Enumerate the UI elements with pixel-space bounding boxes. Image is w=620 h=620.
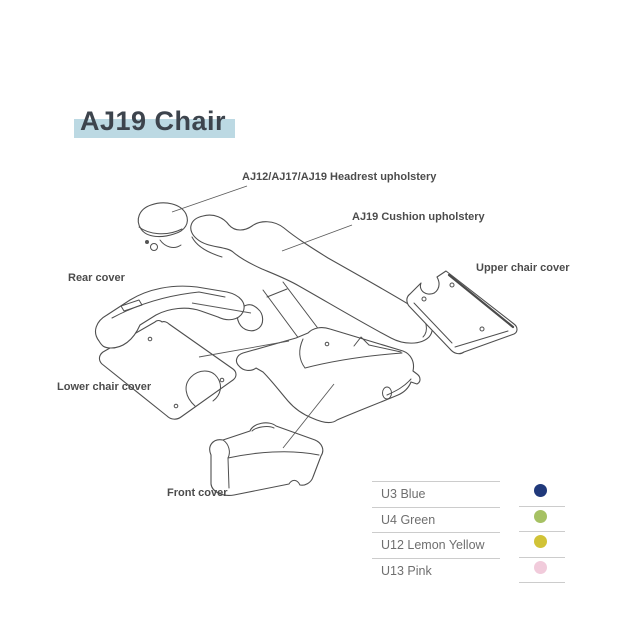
upper-chair-cover-shape	[406, 270, 518, 355]
legend-swatch-cell	[519, 532, 565, 558]
legend-swatch-cell	[519, 507, 565, 532]
cushion-shape	[190, 214, 433, 344]
leader-lines	[171, 185, 353, 449]
label-rear-cover: Rear cover	[68, 272, 125, 284]
legend-swatch-cell	[519, 481, 565, 507]
rear-cover-shape	[95, 285, 245, 349]
chair-base-shape	[235, 327, 421, 423]
legend-swatch-cell	[519, 558, 565, 583]
legend-label: U12 Lemon Yellow	[372, 532, 500, 558]
page-title: AJ19 Chair	[74, 104, 236, 140]
legend-row: U13 Pink	[372, 557, 568, 584]
color-swatch-green	[534, 509, 547, 523]
color-swatch-lemon-yellow	[534, 535, 547, 548]
color-swatch-pink	[534, 560, 547, 574]
legend-row: U3 Blue	[372, 481, 568, 507]
front-cover-shape	[209, 422, 324, 496]
legend-row: U4 Green	[372, 506, 568, 533]
label-headrest-upholstery: AJ12/AJ17/AJ19 Headrest upholstery	[242, 171, 437, 183]
lower-chair-cover-shape	[98, 319, 237, 420]
legend-row: U12 Lemon Yellow	[372, 532, 568, 558]
label-cushion-upholstery: AJ19 Cushion upholstery	[352, 211, 485, 223]
color-swatch-blue	[534, 484, 547, 497]
label-lower-chair-cover: Lower chair cover	[57, 381, 152, 393]
legend-label: U4 Green	[372, 506, 500, 533]
headrest-shape	[137, 202, 188, 251]
label-upper-chair-cover: Upper chair cover	[476, 262, 570, 274]
legend-label: U3 Blue	[372, 481, 500, 507]
label-front-cover: Front cover	[167, 487, 228, 499]
legend-label: U13 Pink	[372, 557, 500, 584]
color-legend: U3 Blue U4 Green U12 Lemon Yellow U13 Pi…	[372, 481, 568, 583]
